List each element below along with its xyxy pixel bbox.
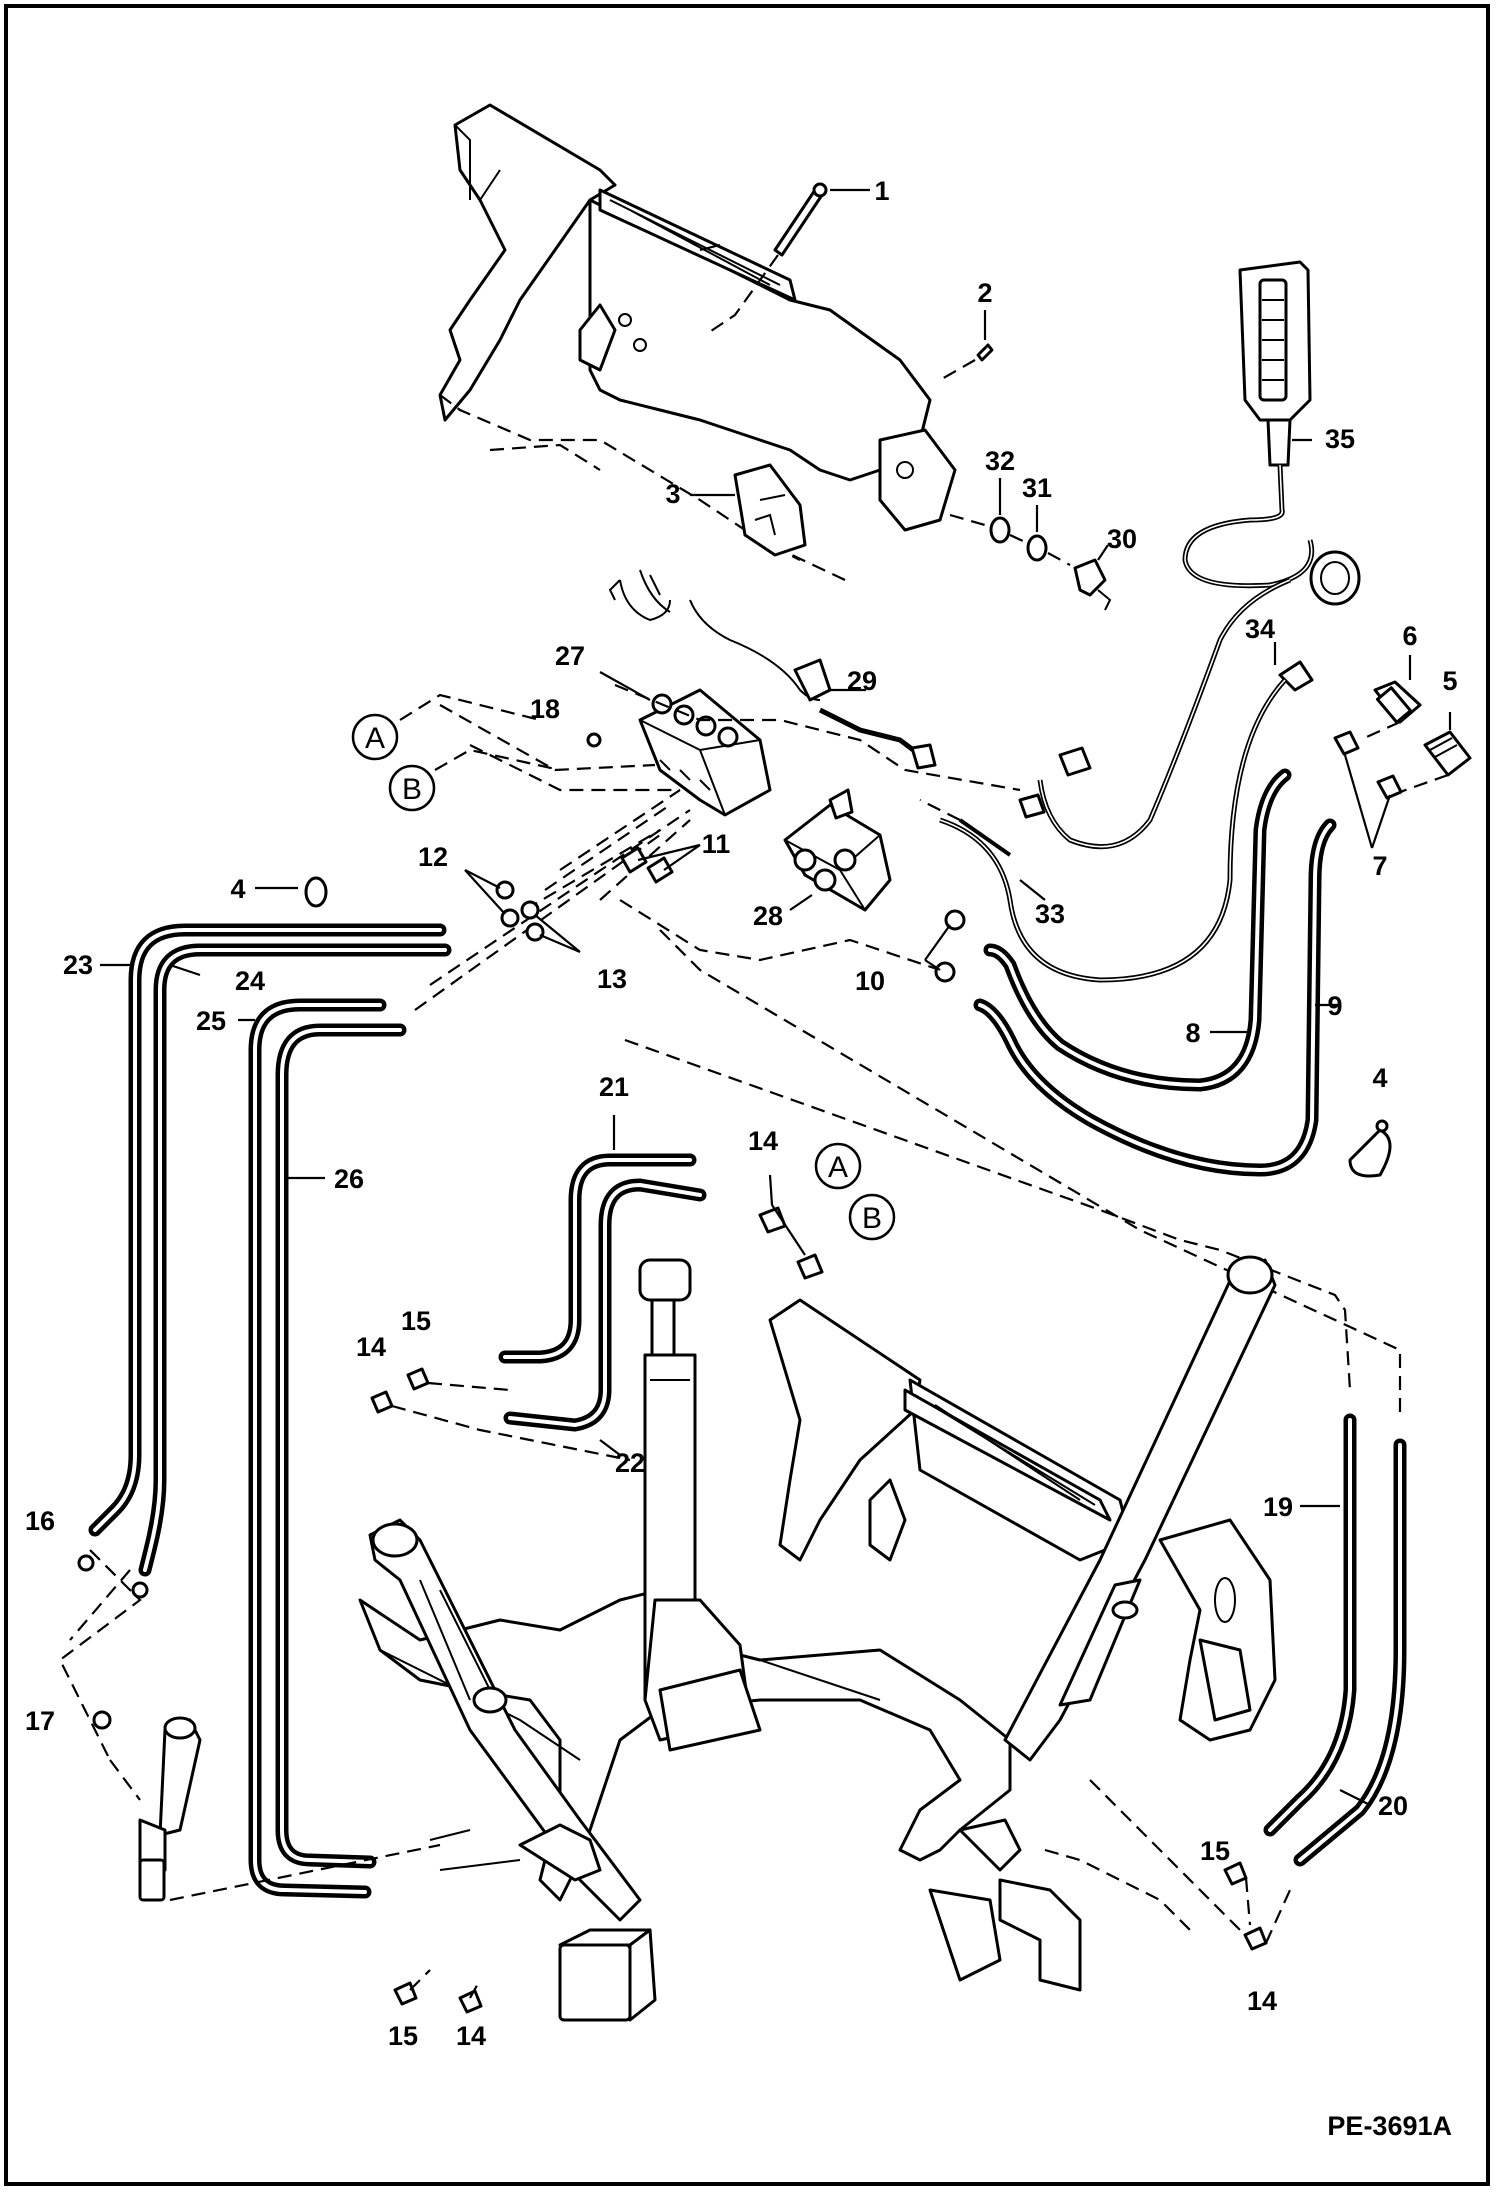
part-34-harness <box>939 642 1314 983</box>
parts-30-31-32 <box>949 478 1112 611</box>
callout-27: 27 <box>555 641 585 671</box>
callout-14a: 14 <box>748 1126 778 1156</box>
connector-a-label: A <box>828 1151 848 1184</box>
callout-14c: 14 <box>1247 1986 1277 2016</box>
callout-22: 22 <box>615 1448 645 1478</box>
part-3-bracket <box>690 463 807 557</box>
callout-19: 19 <box>1263 1492 1293 1522</box>
drawing-code: PE-3691A <box>1327 2111 1452 2141</box>
part-35-control-handle <box>1037 260 1361 850</box>
callout-14d: 14 <box>456 2021 486 2051</box>
callout-1: 1 <box>874 176 889 206</box>
callout-24: 24 <box>235 966 265 996</box>
callout-12: 12 <box>418 842 448 872</box>
part-10-fittings <box>924 909 966 983</box>
callout-35: 35 <box>1325 424 1355 454</box>
callout-6: 6 <box>1402 621 1417 651</box>
callout-30: 30 <box>1107 524 1137 554</box>
part-14-fittings-top <box>758 1174 824 1280</box>
hose-25 <box>238 998 387 1899</box>
callout-7: 7 <box>1372 851 1387 881</box>
part-14-15-bottom-left <box>393 1969 483 2014</box>
callout-3: 3 <box>665 479 680 509</box>
connector-a-top: A <box>351 693 541 761</box>
part-27-valve-block <box>599 671 772 817</box>
part-18-plug <box>586 732 602 748</box>
part-14-15-bottom-right <box>1223 1861 1292 1951</box>
callout-5: 5 <box>1442 666 1457 696</box>
part-2-bolt <box>939 310 994 381</box>
hose-8 <box>983 768 1292 1092</box>
right-lift-cylinder <box>928 1255 1277 1992</box>
hose-24 <box>138 943 452 1577</box>
hose-9 <box>973 818 1340 1177</box>
part-28-valve <box>783 788 892 912</box>
callout-15b: 15 <box>1200 1836 1230 1866</box>
callout-31: 31 <box>1022 473 1052 503</box>
callout-26: 26 <box>334 1164 364 1194</box>
callout-14b: 14 <box>356 1332 386 1362</box>
hose-21 <box>498 1115 697 1364</box>
center-cylinder <box>638 1258 762 1752</box>
hose-22 <box>503 1178 707 1456</box>
callout-15a: 15 <box>401 1306 431 1336</box>
callout-23: 23 <box>63 950 93 980</box>
callout-2: 2 <box>977 278 992 308</box>
small-cylinder <box>58 1549 441 1902</box>
callout-33: 33 <box>1035 899 1065 929</box>
part-33-rod <box>919 799 1046 901</box>
hose-23 <box>88 923 447 1537</box>
hose-19 <box>1263 1413 1357 1837</box>
callout-25: 25 <box>196 1006 226 1036</box>
callout-29: 29 <box>847 666 877 696</box>
part-4-cable-tie-right <box>1348 1119 1392 1178</box>
hose-26 <box>275 1023 407 1869</box>
callout-15c: 15 <box>388 2021 418 2051</box>
callout-11: 11 <box>702 829 731 859</box>
connector-b-label: B <box>402 773 422 806</box>
connector-b-label: B <box>862 1202 882 1235</box>
connector-b-mid: B <box>848 1193 896 1241</box>
connector-a-label: A <box>365 722 385 755</box>
connector-a-mid: A <box>814 1142 862 1190</box>
left-lift-cylinder <box>368 1518 657 2022</box>
callout-8: 8 <box>1185 1018 1200 1048</box>
part-13-fittings <box>520 900 581 954</box>
part-14-15-left-fittings <box>370 1367 631 1462</box>
upper-mount-frame <box>438 103 957 532</box>
callout-34: 34 <box>1245 614 1275 644</box>
part-29-wire-harness <box>608 569 937 770</box>
part-11-fittings <box>620 843 701 884</box>
parts-5-6-7-fittings <box>1333 655 1472 849</box>
callout-20: 20 <box>1378 1791 1408 1821</box>
callout-16: 16 <box>25 1506 55 1536</box>
callout-32: 32 <box>985 446 1015 476</box>
hose-20 <box>1293 1438 1407 1867</box>
callout-21: 21 <box>599 1072 629 1102</box>
callout-10: 10 <box>855 966 885 996</box>
part-1-bolt <box>704 182 870 336</box>
callout-13: 13 <box>597 964 627 994</box>
connector-b-top: B <box>388 748 561 812</box>
callout-9: 9 <box>1327 991 1342 1021</box>
part-4-cable-tie-top <box>255 876 328 908</box>
callout-4b: 4 <box>1372 1063 1387 1093</box>
callout-4a: 4 <box>230 874 245 904</box>
part-12-fittings <box>464 869 520 928</box>
callout-28: 28 <box>753 901 783 931</box>
callout-17: 17 <box>25 1706 55 1736</box>
